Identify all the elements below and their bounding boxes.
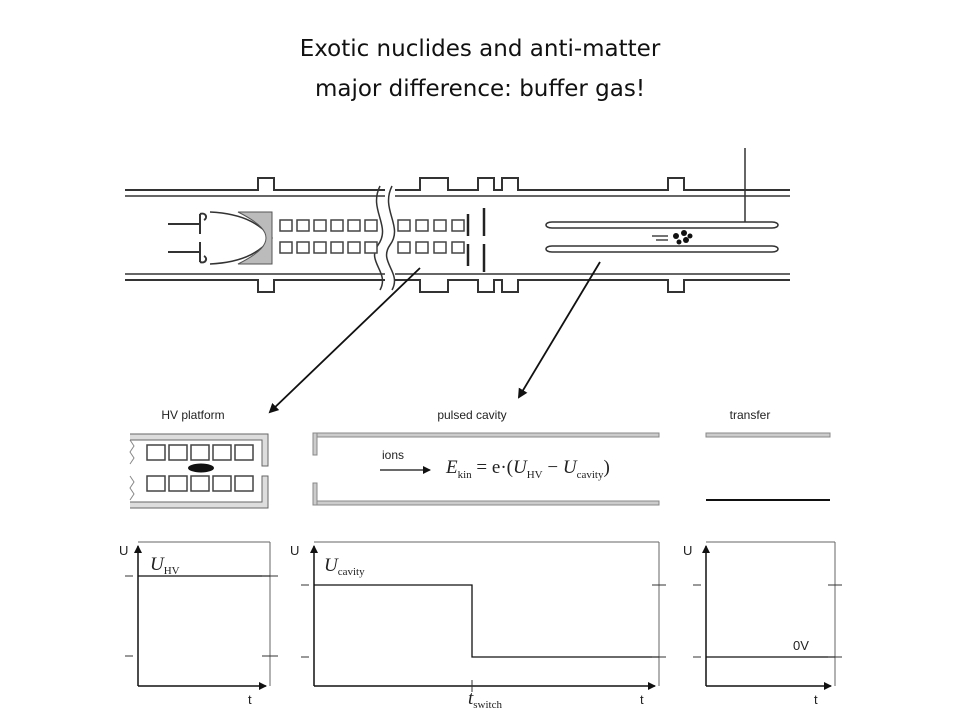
hv-segment xyxy=(212,444,232,461)
ions-label: ions xyxy=(382,448,404,462)
hv-segment xyxy=(190,444,210,461)
hv-segment xyxy=(234,475,254,492)
hv-platform-segments xyxy=(146,444,254,492)
hv-segment xyxy=(146,475,166,492)
rfq-segment xyxy=(415,241,429,254)
upper-tube-wall xyxy=(125,177,385,191)
lower-tube-wall xyxy=(125,279,385,293)
label-transfer: transfer xyxy=(730,408,771,422)
zero-volt-label: 0V xyxy=(793,638,809,653)
energy-formula: Ekin = e·(UHV − Ucavity) xyxy=(445,457,610,481)
rfq-segment xyxy=(451,219,465,232)
rfq-segment xyxy=(364,241,378,254)
plot1-axis-t: t xyxy=(248,692,252,707)
hv-segment xyxy=(212,475,232,492)
rfq-segment xyxy=(415,219,429,232)
hv-segment xyxy=(146,444,166,461)
injection-electrode-top xyxy=(168,212,208,234)
injection-electrode-bottom xyxy=(168,242,208,264)
cavity-potential-step xyxy=(314,584,659,658)
rfq-segment xyxy=(397,241,411,254)
rfq-segment xyxy=(433,241,447,254)
rfq-segment xyxy=(296,219,310,232)
rfq-segment xyxy=(313,241,327,254)
hv-platform-electrodes xyxy=(129,433,269,509)
rfq-segment xyxy=(313,219,327,232)
t-switch-label: tswitch xyxy=(468,688,503,711)
hv-segment xyxy=(168,444,188,461)
label-pulsed-cavity: pulsed cavity xyxy=(437,408,506,422)
rfq-segments-bottom xyxy=(279,241,465,254)
rfq-segments-top xyxy=(279,219,465,232)
rfq-segment xyxy=(451,241,465,254)
arrow-to-pulsed-cavity xyxy=(517,261,601,399)
plot3-axis-t: t xyxy=(814,692,818,707)
rfq-segment xyxy=(347,219,361,232)
plot2-axis-t: t xyxy=(640,692,644,707)
pulsed-cavity-tube xyxy=(312,432,660,506)
transfer-line-top xyxy=(705,432,831,438)
rfq-segment xyxy=(279,219,293,232)
plot2-axis-u: U xyxy=(290,543,299,558)
rfq-segment xyxy=(364,219,378,232)
potential-plot-hv: U t UHV xyxy=(119,541,278,707)
rfq-segment xyxy=(296,241,310,254)
rfq-segment xyxy=(433,219,447,232)
rfq-segment xyxy=(330,219,344,232)
ion-cloud-icon xyxy=(652,230,693,245)
arrow-to-hv-platform xyxy=(268,267,421,414)
title-line-2: major difference: buffer gas! xyxy=(314,76,646,102)
potential-plot-transfer: U t 0V xyxy=(683,541,842,707)
cavity-tube xyxy=(545,221,779,253)
ion-bunch xyxy=(188,463,214,473)
rfq-segment xyxy=(397,219,411,232)
label-hv-platform: HV platform xyxy=(161,408,224,422)
plot2-level-label: Ucavity xyxy=(324,555,365,578)
title-line-1: Exotic nuclides and anti-matter xyxy=(299,36,661,62)
rfq-segment xyxy=(347,241,361,254)
potential-plot-cavity: U t Ucavity tswitch xyxy=(290,541,666,711)
rfq-segment xyxy=(330,241,344,254)
break-mark xyxy=(373,185,384,291)
plot3-axis-u: U xyxy=(683,543,692,558)
rfq-segment xyxy=(279,241,293,254)
hv-segment xyxy=(168,475,188,492)
hv-segment xyxy=(234,444,254,461)
plot1-level-label: UHV xyxy=(150,554,180,577)
hv-segment xyxy=(190,475,210,492)
plot1-axis-u: U xyxy=(119,543,128,558)
